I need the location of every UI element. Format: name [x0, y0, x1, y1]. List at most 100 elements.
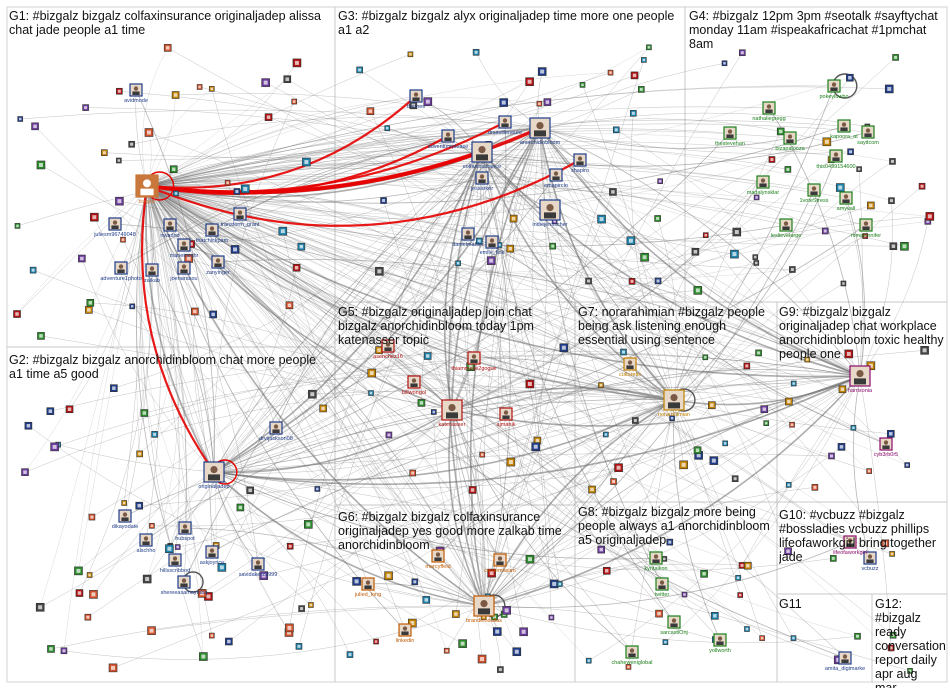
vertex-node[interactable] [763, 420, 770, 426]
vertex-node[interactable] [776, 127, 785, 136]
vertex-node[interactable] [292, 263, 301, 272]
vertex-node[interactable] [887, 644, 895, 652]
vertex-node[interactable] [603, 431, 609, 438]
vertex-amyvall[interactable] [839, 191, 853, 205]
vertex-node[interactable] [246, 486, 255, 495]
vertex-node[interactable] [789, 421, 795, 428]
vertex-amita_digimarke[interactable] [838, 651, 852, 665]
vertex-thatchickpam[interactable] [205, 223, 219, 237]
vertex-node[interactable] [700, 569, 708, 578]
vertex-vcbuzz[interactable] [863, 551, 877, 565]
vertex-node[interactable] [904, 462, 910, 468]
vertex-node[interactable] [314, 486, 321, 492]
vertex-pokeyluwho[interactable] [827, 79, 841, 93]
vertex-node[interactable] [531, 442, 541, 452]
vertex-node[interactable] [308, 389, 317, 399]
vertex-node[interactable] [208, 86, 215, 92]
vertex-node[interactable] [278, 226, 288, 236]
vertex-node[interactable] [722, 440, 728, 447]
vertex-node[interactable] [702, 232, 709, 238]
vertex-node[interactable] [477, 654, 487, 664]
vertex-node[interactable] [88, 513, 96, 521]
vertex-node[interactable] [308, 602, 314, 608]
vertex-node[interactable] [669, 415, 675, 421]
vertex-node[interactable] [380, 197, 387, 204]
vertex-originaljadep[interactable] [203, 461, 225, 483]
vertex-julied_long[interactable] [361, 577, 375, 591]
vertex-node[interactable] [430, 409, 437, 415]
vertex-node[interactable] [681, 591, 688, 598]
vertex-node[interactable] [233, 188, 241, 195]
vertex-node[interactable] [174, 544, 181, 550]
vertex-asenchez16[interactable] [381, 339, 395, 353]
vertex-node[interactable] [609, 188, 617, 196]
vertex-node[interactable] [509, 214, 518, 223]
vertex-node[interactable] [479, 451, 486, 458]
vertex-node[interactable] [632, 417, 639, 424]
vertex-node[interactable] [121, 500, 127, 506]
vertex-node[interactable] [475, 237, 483, 245]
vertex-node[interactable] [291, 98, 298, 105]
vertex-node[interactable] [519, 627, 528, 637]
vertex-node[interactable] [86, 572, 93, 578]
vertex-node[interactable] [785, 397, 793, 406]
vertex-node[interactable] [209, 310, 217, 319]
vertex-node[interactable] [129, 303, 135, 310]
vertex-node[interactable] [525, 554, 535, 564]
vertex-node[interactable] [417, 399, 426, 407]
vertex-node[interactable] [90, 212, 99, 222]
vertex-node[interactable] [854, 632, 861, 640]
vertex-node[interactable] [259, 571, 268, 580]
vertex-node[interactable] [264, 113, 273, 121]
vertex-node[interactable] [731, 475, 739, 482]
vertex-node[interactable] [646, 44, 652, 51]
vertex-node[interactable] [411, 578, 419, 586]
vertex-node[interactable] [502, 606, 511, 615]
vertex-node[interactable] [84, 613, 92, 621]
vertex-node[interactable] [303, 520, 313, 529]
vertex-thiammeke2gogue[interactable] [467, 351, 481, 365]
vertex-node[interactable] [443, 647, 450, 654]
vertex-nathaliegregg[interactable] [762, 101, 776, 115]
vertex-shereeasamaymba[interactable] [177, 575, 191, 589]
vertex-node[interactable] [548, 614, 555, 621]
vertex-node[interactable] [261, 78, 270, 87]
vertex-node[interactable] [285, 301, 294, 310]
vertex-node[interactable] [579, 82, 586, 88]
vertex-node[interactable] [721, 60, 728, 67]
vertex-node[interactable] [889, 631, 897, 639]
vertex-node[interactable] [543, 98, 552, 106]
vertex-norarahimian[interactable] [663, 389, 685, 411]
vertex-nwarlnd[interactable] [163, 218, 177, 232]
vertex-node[interactable] [142, 574, 152, 584]
vertex-node[interactable] [408, 618, 417, 628]
vertex-node[interactable] [224, 179, 231, 186]
vertex-node[interactable] [847, 148, 854, 156]
vertex-node[interactable] [86, 299, 95, 307]
vertex-juliesm96749048[interactable] [108, 217, 122, 231]
vertex-node[interactable] [17, 116, 24, 122]
vertex-node[interactable] [525, 77, 534, 86]
vertex-node[interactable] [140, 409, 149, 417]
vertex-node[interactable] [286, 542, 294, 550]
vertex-node[interactable] [135, 501, 144, 510]
vertex-adventureplease[interactable] [441, 129, 455, 143]
vertex-bizapalooza[interactable] [783, 131, 797, 145]
vertex-sarcastiOnj[interactable] [667, 615, 681, 629]
vertex-danielmahler[interactable] [461, 227, 475, 241]
vertex-node[interactable] [422, 596, 431, 604]
vertex-node[interactable] [789, 266, 796, 273]
vertex-savidakerz2999[interactable] [251, 557, 265, 571]
vertex-node[interactable] [626, 236, 636, 245]
vertex-thestevehan[interactable] [723, 126, 737, 140]
vertex-node[interactable] [829, 555, 837, 562]
vertex-node[interactable] [367, 368, 377, 378]
vertex-node[interactable] [171, 91, 180, 99]
vertex-node[interactable] [128, 140, 135, 148]
vertex-node[interactable] [116, 87, 123, 95]
vertex-node[interactable] [907, 668, 913, 674]
vertex-node[interactable] [499, 98, 509, 107]
vertex-node[interactable] [735, 574, 741, 581]
vertex-node[interactable] [492, 627, 502, 636]
vertex-lifeofaworkgirl[interactable] [843, 535, 857, 549]
